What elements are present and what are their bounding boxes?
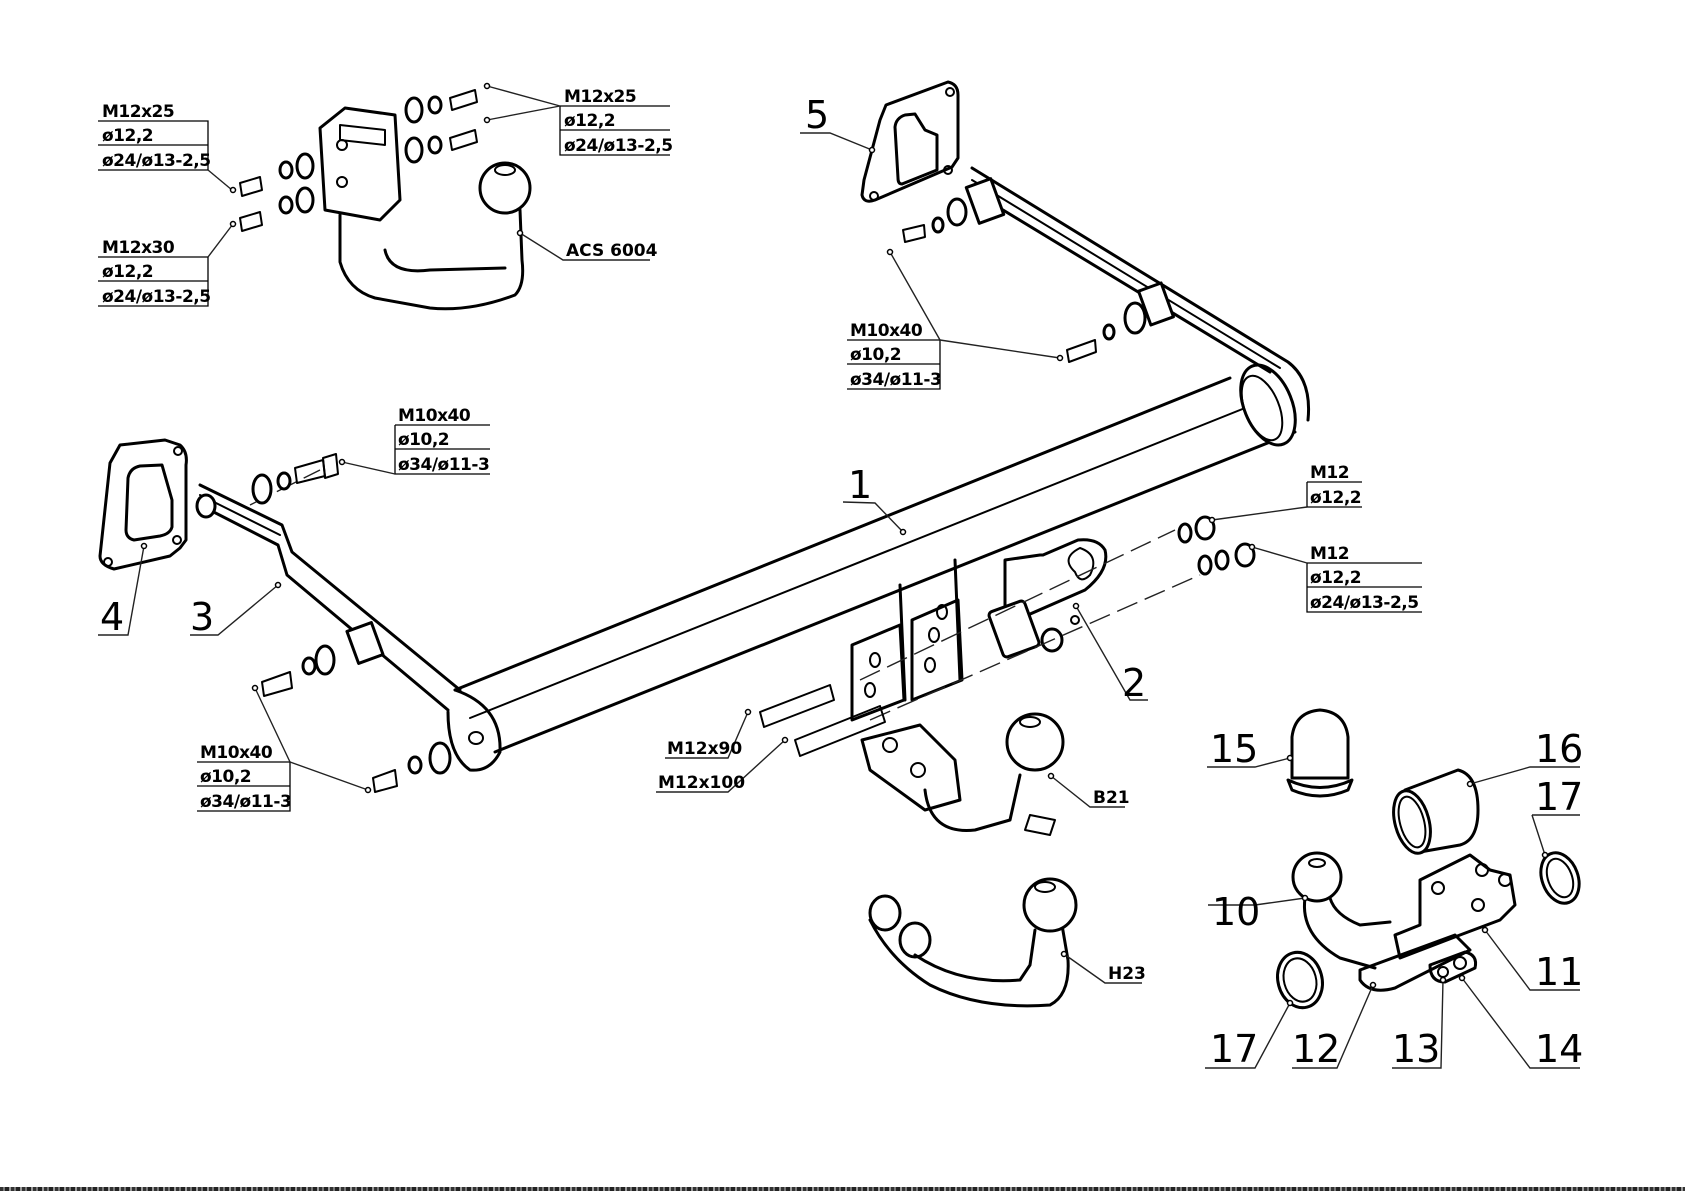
spec-table-left-bracket-lower: M10x40 ø10,2 ø34/ø11-3 [197,684,372,812]
part-number-12: 12 [1292,1027,1340,1071]
spec-table-row: M12x25 [102,102,174,122]
spec-table-row: M12 [1310,463,1349,483]
callout-m12x100: M12x100 [656,736,789,793]
callout-part-1: 1 [842,463,907,536]
callout-part-2: 2 [1072,602,1148,705]
part-number-4: 4 [100,595,124,639]
spec-table-row: ø12,2 [1310,568,1361,588]
part-number-2: 2 [1122,661,1146,705]
spec-table-row: ø34/ø11-3 [850,370,941,390]
side-bracket-right [860,80,960,203]
part-number-3: 3 [190,595,214,639]
hardware-fasteners [239,89,1256,793]
callout-part-17-left: 17 [1205,999,1294,1071]
spec-table-row: M10x40 [398,406,471,426]
main-crossbar [195,166,1311,772]
callout-h23: H23 [1060,950,1146,984]
part-number-17-left: 17 [1210,1027,1258,1071]
b21-ball [860,712,1065,836]
part-number-14: 14 [1535,1027,1583,1071]
part-number-16: 16 [1535,727,1583,771]
spec-table-row: ø10,2 [200,767,251,787]
spec-table-row: M12 [1310,544,1349,564]
spec-table-row: M12x25 [564,87,636,107]
spec-table-top-center: M12x25 ø12,2 ø24/ø13-2,5 [483,82,673,156]
spec-table-row: M10x40 [850,321,923,341]
callout-part-5: 5 [800,93,876,154]
side-bracket-left [98,438,188,571]
callout-acs-6004: ACS 6004 [516,229,658,261]
callout-m12x90: M12x90 [665,708,752,759]
ball-code-b21: B21 [1093,788,1130,808]
part-number-10: 10 [1212,890,1260,934]
callout-part-12: 12 [1292,981,1377,1071]
spec-table-nut-lower: M12 ø12,2 ø24/ø13-2,5 [1248,543,1422,613]
callout-b21: B21 [1047,772,1130,808]
spec-table-row: ø34/ø11-3 [200,792,291,812]
spec-table-row: ø24/ø13-2,5 [564,136,673,156]
spec-table-row: ø12,2 [102,262,153,282]
callout-part-15: 15 [1207,727,1294,771]
callout-part-13: 13 [1392,976,1447,1071]
spec-table-row: ø12,2 [102,126,153,146]
spec-table-row: ø10,2 [398,430,449,450]
detachable-assembly [1276,708,1581,1010]
spec-table-row: ø34/ø11-3 [398,455,489,475]
part-number-17-right: 17 [1535,775,1583,819]
bolt-label-m12x100: M12x100 [658,773,745,793]
callout-part-10: 10 [1208,890,1309,934]
callout-part-3: 3 [190,581,282,639]
part-number-11: 11 [1535,950,1583,994]
acs-6004-ball [318,106,532,311]
callout-part-4: 4 [98,542,148,639]
callout-part-17-right: 17 [1531,775,1583,859]
spec-table-row: ø24/ø13-2,5 [102,151,211,171]
spec-table-nut-upper: M12 ø12,2 [1208,463,1362,524]
ball-code-h23: H23 [1108,964,1146,984]
spec-table-row: M12x30 [102,238,175,258]
spec-table-left-bracket-upper: M10x40 ø10,2 ø34/ø11-3 [338,406,490,475]
callout-part-14: 14 [1458,974,1583,1071]
callout-part-16: 16 [1466,727,1583,788]
spec-table-row: ø24/ø13-2,5 [1310,593,1419,613]
part-number-15: 15 [1210,727,1258,771]
spec-table-row: M10x40 [200,743,273,763]
part-number-13: 13 [1392,1027,1440,1071]
callout-part-11: 11 [1481,926,1583,994]
ball-code-acs-6004: ACS 6004 [566,241,658,261]
h23-ball [868,877,1078,1008]
spec-table-row: ø12,2 [564,111,615,131]
spec-table-top-left-upper: M12x25 ø12,2 ø24/ø13-2,5 [98,102,237,194]
part-number-5: 5 [805,93,829,137]
spec-table-row: ø10,2 [850,345,901,365]
spec-table-right-bracket: M10x40 ø10,2 ø34/ø11-3 [847,248,1064,390]
part-number-1: 1 [848,463,872,507]
spec-table-top-left-lower: M12x30 ø12,2 ø24/ø13-2,5 [98,220,237,307]
bolt-label-m12x90: M12x90 [667,739,742,759]
bottom-edge-strip [0,1187,1685,1191]
spec-table-row: ø24/ø13-2,5 [102,287,211,307]
spec-table-row: ø12,2 [1310,488,1361,508]
